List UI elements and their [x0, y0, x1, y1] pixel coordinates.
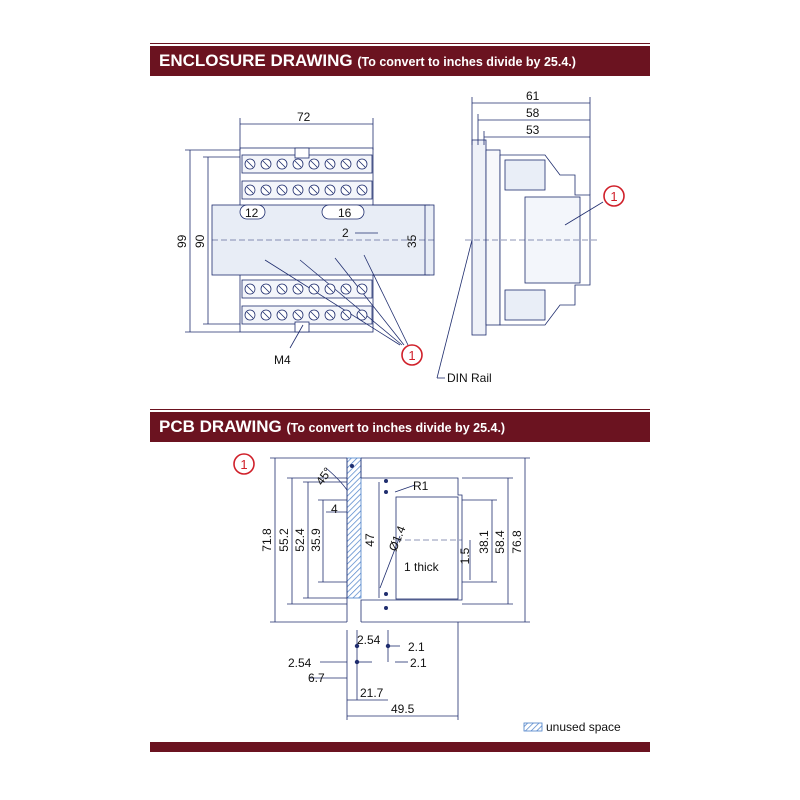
terminal-screw-slot — [294, 311, 302, 319]
pcb-outline — [270, 457, 530, 720]
dim-38-1: 38.1 — [477, 530, 491, 554]
terminal-screw-slot — [326, 311, 334, 319]
dim-r1: R1 — [413, 479, 429, 493]
dim-53: 53 — [526, 123, 540, 137]
terminal-screw-slot — [278, 285, 286, 293]
unused-space-legend: unused space — [523, 720, 621, 734]
terminal-screw-slot — [310, 186, 318, 194]
terminal-screw-slot — [246, 311, 254, 319]
terminal-screw-slot — [310, 311, 318, 319]
terminal-screw-slot — [342, 160, 350, 168]
enclosure-top-rule — [150, 43, 650, 44]
terminal-screw-slot — [294, 160, 302, 168]
terminal-screw-slot — [358, 285, 366, 293]
terminal-screw-slot — [342, 186, 350, 194]
enclosure-title: ENCLOSURE DRAWING — [159, 51, 353, 70]
terminal-screw-slot — [262, 311, 270, 319]
dim-58-4: 58.4 — [493, 530, 507, 554]
terminal-screw-slot — [262, 160, 270, 168]
callout-1-side: 1 — [610, 189, 617, 204]
enclosure-front-view — [185, 118, 435, 349]
dim-2-54-bottom: 2.54 — [288, 656, 312, 670]
dim-72: 72 — [297, 110, 311, 124]
dim-1-5: 1.5 — [458, 547, 472, 564]
pcb-subtitle: (To convert to inches divide by 25.4.) — [286, 421, 506, 435]
dim-12: 12 — [245, 206, 259, 220]
dim-35: 35 — [405, 234, 419, 248]
dim-4: 4 — [331, 502, 338, 516]
terminal-screw-slot — [262, 186, 270, 194]
screw-label: M4 — [274, 353, 291, 367]
enclosure-subtitle: (To convert to inches divide by 25.4.) — [357, 55, 576, 69]
dim-99: 99 — [175, 234, 189, 248]
pcb-title: PCB DRAWING — [159, 417, 282, 436]
dim-2-1-bottom: 2.1 — [410, 656, 427, 670]
din-rail-label: DIN Rail — [447, 371, 492, 385]
dim-71-8: 71.8 — [260, 528, 274, 552]
bottom-terminals — [241, 279, 373, 325]
pcb-top-rule — [150, 409, 650, 410]
terminal-screw-slot — [310, 160, 318, 168]
enclosure-side-callout: 1 — [603, 185, 625, 207]
terminal-screw-slot — [342, 285, 350, 293]
terminal-screw-slot — [246, 160, 254, 168]
legend-label: unused space — [546, 720, 621, 734]
dim-90: 90 — [193, 234, 207, 248]
terminal-screw-slot — [326, 285, 334, 293]
terminal-screw-slot — [278, 186, 286, 194]
dim-2-54-top: 2.54 — [357, 633, 381, 647]
dim-2: 2 — [342, 226, 349, 240]
terminal-screw-slot — [326, 160, 334, 168]
dim-55-2: 55.2 — [277, 528, 291, 552]
dim-52-4: 52.4 — [293, 528, 307, 552]
terminal-screw-slot — [342, 311, 350, 319]
pcb-callout: 1 — [233, 453, 255, 475]
dim-61: 61 — [526, 89, 540, 103]
terminal-screw-slot — [326, 186, 334, 194]
dim-35-9: 35.9 — [309, 528, 323, 552]
terminal-screw-slot — [246, 186, 254, 194]
dim-6-7: 6.7 — [308, 671, 325, 685]
dim-16: 16 — [338, 206, 352, 220]
pcb-header: PCB DRAWING (To convert to inches divide… — [150, 412, 650, 442]
terminal-screw-slot — [310, 285, 318, 293]
terminal-screw-slot — [358, 311, 366, 319]
footer-band — [150, 742, 650, 752]
thickness-label: 1 thick — [404, 560, 440, 574]
enclosure-front-callout: 1 — [401, 344, 423, 366]
terminal-screw-slot — [358, 160, 366, 168]
terminal-screw-slot — [262, 285, 270, 293]
dim-21-7: 21.7 — [360, 686, 384, 700]
dim-47: 47 — [363, 533, 377, 547]
pcb-pins — [350, 464, 391, 665]
terminal-screw-slot — [246, 285, 254, 293]
terminal-screw-slot — [294, 186, 302, 194]
enclosure-side-view — [436, 97, 604, 379]
terminal-screw-slot — [294, 285, 302, 293]
dim-49-5: 49.5 — [391, 702, 415, 716]
enclosure-header: ENCLOSURE DRAWING (To convert to inches … — [150, 46, 650, 76]
legend-swatch — [523, 722, 543, 732]
terminal-screw-slot — [358, 186, 366, 194]
dim-2-1-top: 2.1 — [408, 640, 425, 654]
dim-76-8: 76.8 — [510, 530, 524, 554]
terminal-screw-slot — [278, 160, 286, 168]
dim-58: 58 — [526, 106, 540, 120]
terminal-screw-slot — [278, 311, 286, 319]
dim-45-degree: 45° — [313, 465, 335, 488]
callout-1-pcb: 1 — [240, 457, 247, 472]
callout-1-front: 1 — [408, 348, 415, 363]
